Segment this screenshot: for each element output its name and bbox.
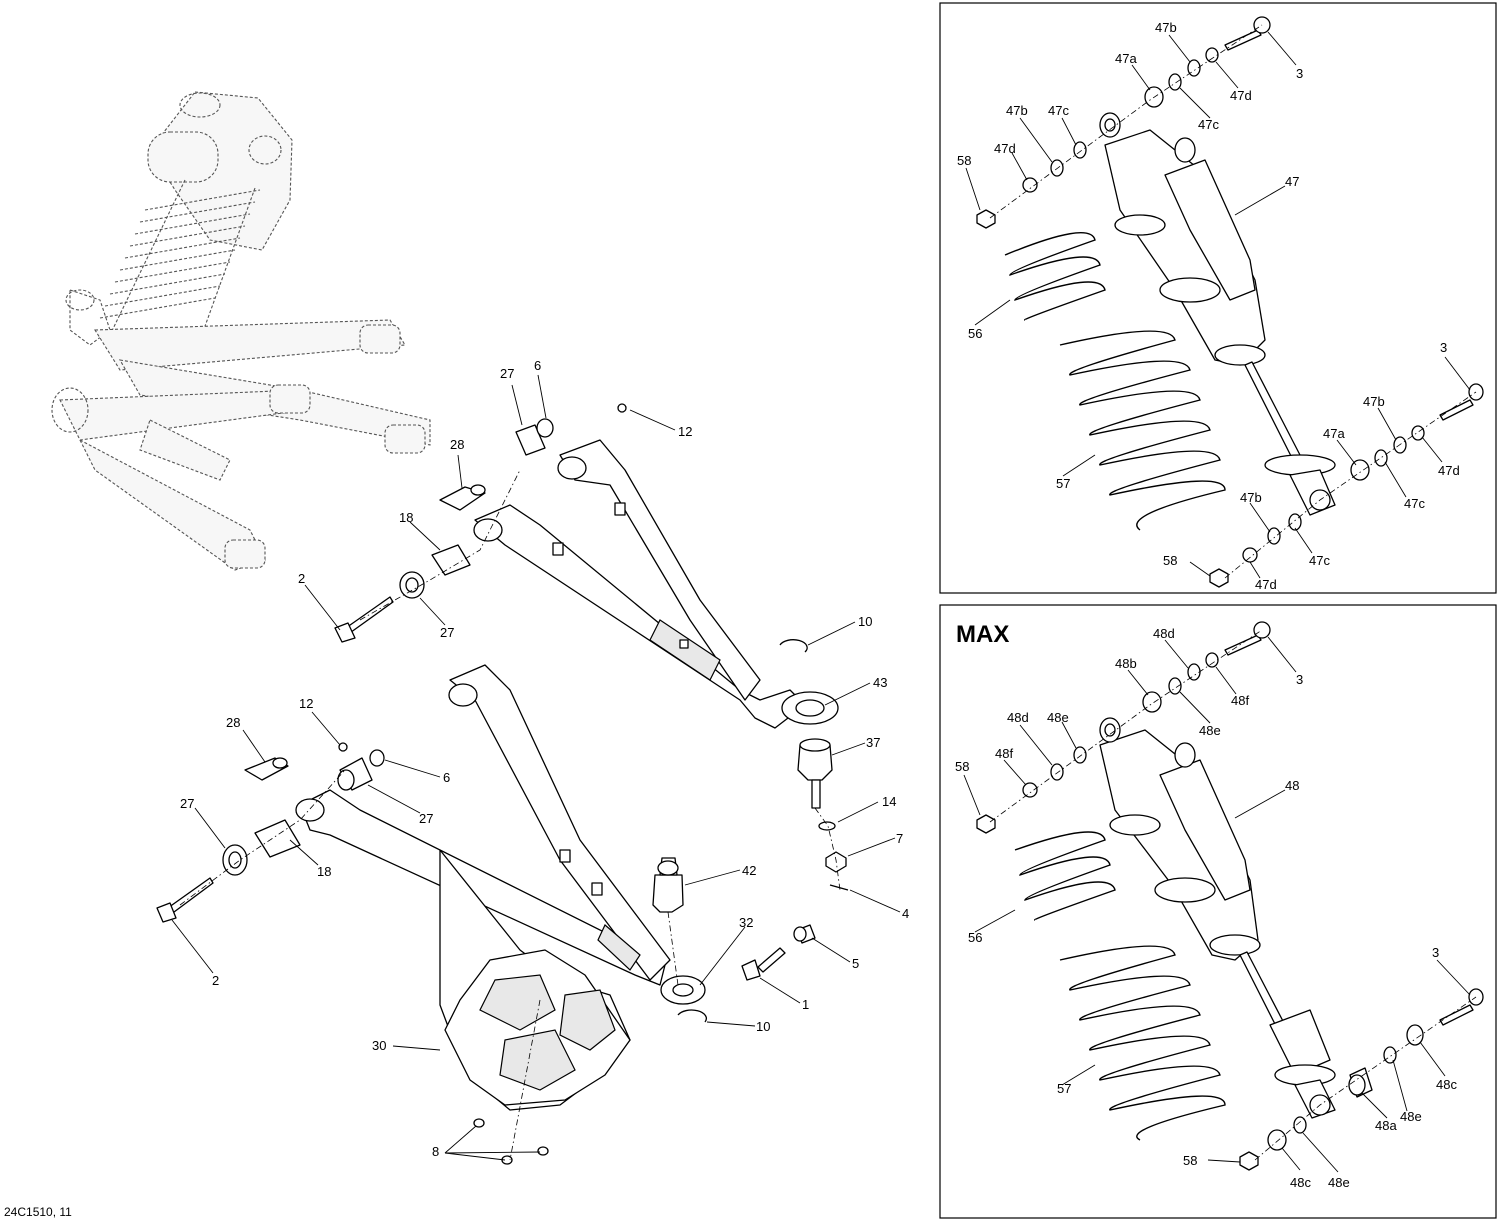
standard-shock-panel [939,2,1497,594]
callout: 47c [1198,117,1219,132]
callout: 7 [896,831,903,846]
callout: 58 [1183,1153,1197,1168]
callout: 28 [226,715,240,730]
callout: 48c [1436,1077,1457,1092]
callout: 48c [1290,1175,1311,1190]
callout: 32 [739,915,753,930]
callout: 48 [1285,778,1299,793]
callout: 47c [1404,496,1425,511]
callout: 48d [1007,710,1029,725]
assembled-suspension-ghost-view [51,91,431,571]
callout: 56 [968,326,982,341]
callout: 3 [1440,340,1447,355]
callout: 18 [399,510,413,525]
callout: 18 [317,864,331,879]
callout: 10 [756,1019,770,1034]
callout: 2 [298,571,305,586]
callout: 47 [1285,174,1299,189]
callout: 47d [994,141,1016,156]
callout: 47c [1048,103,1069,118]
callout: 47b [1155,20,1177,35]
callout: 12 [299,696,313,711]
leader-lines [171,31,1471,1173]
max-panel-callouts: MAX 48d 48b 3 48f 48e 48d 48e 48f 58 48 … [955,621,1457,1190]
callout: 27 [440,625,454,640]
callout: 27 [180,796,194,811]
callout: 48e [1400,1109,1422,1124]
callout: 47b [1006,103,1028,118]
callout: 56 [968,930,982,945]
callout: 47b [1363,394,1385,409]
callout: 3 [1432,945,1439,960]
callout: 48e [1199,723,1221,738]
callout: 47d [1230,88,1252,103]
callout: 43 [873,675,887,690]
callout: 27 [500,366,514,381]
figure-reference: 24C1510, 11 [4,1205,72,1219]
callout: 28 [450,437,464,452]
lower-a-arm [295,664,706,1005]
callout: 48f [1231,693,1249,708]
callout: 58 [1163,553,1177,568]
callout: 57 [1057,1081,1071,1096]
callout: 10 [858,614,872,629]
callout: 6 [534,358,541,373]
main-callouts: 27 6 12 28 18 2 27 10 43 37 14 7 42 4 32… [180,358,909,1159]
callout: 48d [1153,626,1175,641]
callout: 27 [419,811,433,826]
callout: 3 [1296,66,1303,81]
callout: 30 [372,1038,386,1053]
callout: 5 [852,956,859,971]
callout: 48f [995,746,1013,761]
callout: 3 [1296,672,1303,687]
callout: 47a [1323,426,1345,441]
callout: 48b [1115,656,1137,671]
callout: 47d [1438,463,1460,478]
callout: 58 [955,759,969,774]
max-shock-panel [939,604,1497,1219]
callout: 47b [1240,490,1262,505]
callout: 47c [1309,553,1330,568]
callout: 4 [902,906,909,921]
main-hardware [156,403,849,1161]
callout: 57 [1056,476,1070,491]
callout: 42 [742,863,756,878]
a-arm-protector-skid-plate [439,849,631,1165]
callout: 47a [1115,51,1137,66]
callout: 48a [1375,1118,1397,1133]
callout: 14 [882,794,896,809]
max-panel-title: MAX [956,621,1009,648]
callout: 12 [678,424,692,439]
upper-a-arm [473,439,839,729]
callout: 2 [212,973,219,988]
callout: 48e [1328,1175,1350,1190]
standard-panel-callouts: 47b 47a 3 47d 47c 47b 47c 47d 58 47 56 3… [957,20,1460,592]
callout: 58 [957,153,971,168]
callout: 37 [866,735,880,750]
callout: 6 [443,770,450,785]
callout: 48e [1047,710,1069,725]
callout: 8 [432,1144,439,1159]
callout: 47d [1255,577,1277,592]
callout: 1 [802,997,809,1012]
